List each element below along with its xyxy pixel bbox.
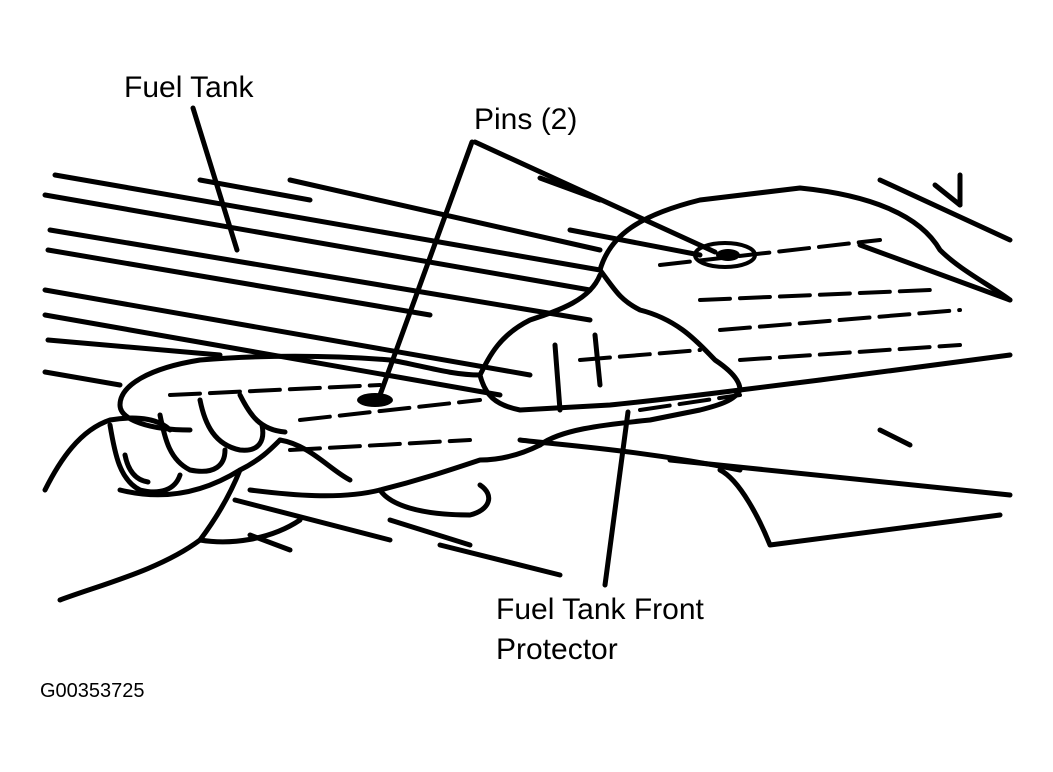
- label-pins: Pins (2): [474, 103, 578, 136]
- hand-illustration: [42, 392, 353, 603]
- pin-right: [693, 241, 757, 269]
- protector-rib-marks: [168, 238, 962, 452]
- label-fuel-tank: Fuel Tank: [124, 71, 254, 104]
- label-protector-line1: Fuel Tank Front: [496, 593, 704, 626]
- leader-lines: [190, 105, 718, 588]
- figure-id: G00353725: [40, 680, 145, 702]
- leader-pin-right: [472, 139, 718, 255]
- pin-left: [357, 393, 393, 407]
- label-fuel-tank-front-protector: Fuel Tank Front Protector: [496, 590, 704, 670]
- front-protector-plate: [117, 185, 1013, 548]
- leader-protector: [602, 409, 631, 588]
- leader-fuel-tank: [190, 105, 240, 253]
- fuel-tank-outline: [42, 172, 1013, 578]
- label-protector-line2: Protector: [496, 633, 618, 666]
- leader-pin-left: [377, 139, 475, 398]
